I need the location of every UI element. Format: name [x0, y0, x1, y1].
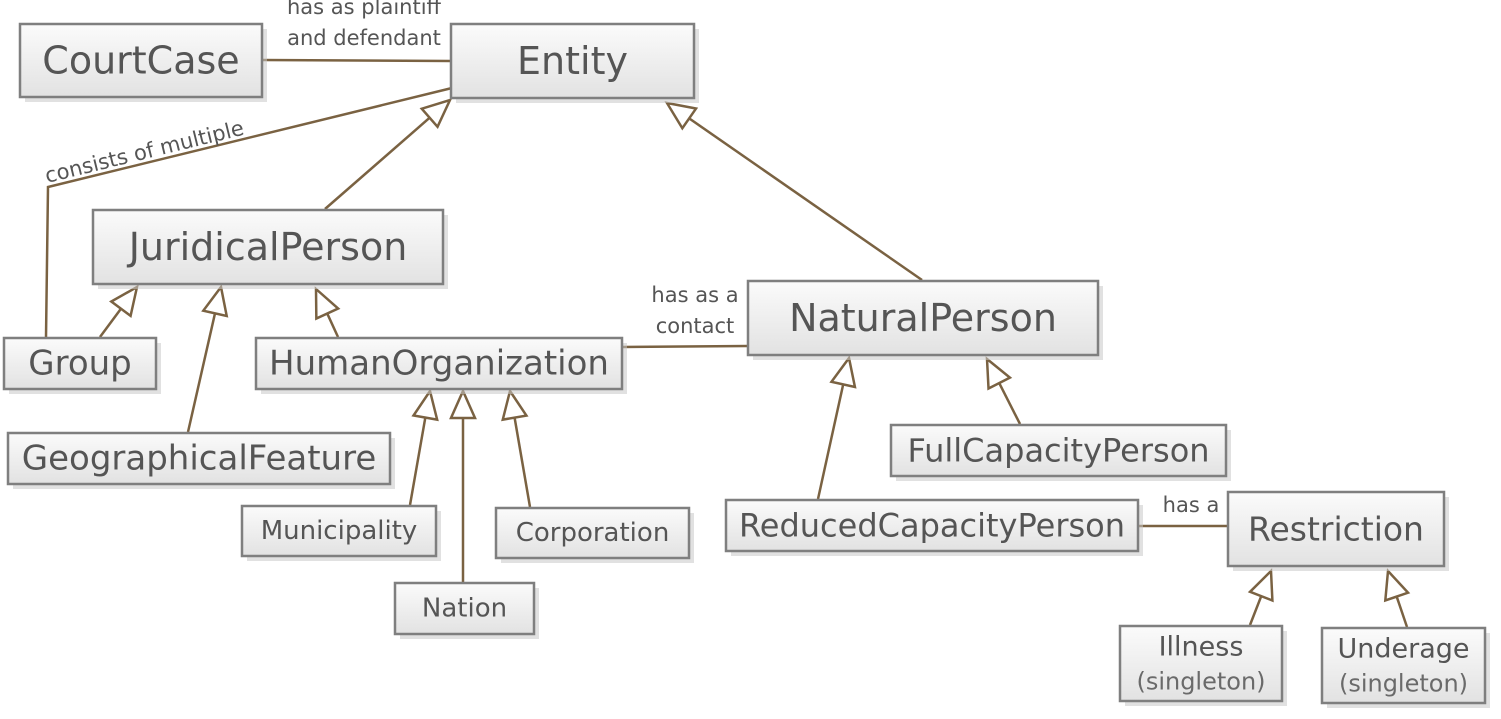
generalization-naturalperson-to-entity — [664, 101, 923, 282]
class-box-municipality: Municipality — [240, 504, 441, 561]
generalization-nation-to-humanorganization — [449, 387, 477, 582]
association-label: has as plaintiff — [287, 0, 442, 19]
class-name: CourtCase — [42, 39, 239, 83]
class-box-fullcapacityperson: FullCapacityPerson — [889, 423, 1231, 481]
association-label: has as a — [651, 283, 738, 307]
class-box-underage: Underage (singleton) — [1320, 626, 1490, 708]
class-box-courtcase: CourtCase — [18, 22, 267, 102]
generalization-group-to-juridicalperson — [98, 284, 139, 338]
class-name: NaturalPerson — [789, 296, 1057, 340]
generalization-geographicalfeature-to-juridicalperson — [186, 283, 229, 433]
association-label: and defendant — [287, 26, 441, 50]
association-line — [44, 86, 453, 338]
class-name: JuridicalPerson — [127, 225, 408, 269]
box-frame — [6, 431, 392, 486]
class-name: ReducedCapacityPerson — [739, 507, 1125, 545]
class-name: GeographicalFeature — [22, 439, 377, 479]
hollow-triangle-arrow-icon — [411, 387, 439, 422]
hollow-triangle-arrow-icon — [109, 284, 139, 318]
generalization-line — [98, 307, 122, 338]
association-humanorganization-to-naturalperson — [621, 344, 749, 349]
box-frame — [254, 336, 624, 391]
generalization-corporation-to-humanorganization — [501, 387, 532, 508]
generalization-line — [816, 384, 845, 500]
generalization-juridicalperson-to-entity — [324, 97, 453, 210]
class-name: Corporation — [516, 518, 670, 548]
hollow-triangle-arrow-icon — [314, 286, 341, 321]
class-box-entity: Entity — [449, 22, 699, 103]
box-frame — [393, 581, 536, 636]
generalization-reducedcapacityperson-to-naturalperson — [816, 354, 857, 500]
class-box-geographicalfeature: GeographicalFeature — [6, 431, 395, 489]
association-courtcase-to-entity — [261, 58, 452, 63]
generalization-line — [408, 417, 427, 506]
generalization-underage-to-restriction — [1383, 568, 1411, 628]
box-frame — [494, 506, 691, 560]
hollow-triangle-arrow-icon — [449, 387, 477, 420]
class-box-illness: Illness (singleton) — [1118, 624, 1287, 706]
class-box-juridicalperson: JuridicalPerson — [91, 208, 448, 289]
box-frame — [724, 498, 1140, 553]
box-frame — [240, 504, 438, 558]
hollow-triangle-arrow-icon — [201, 283, 229, 318]
class-box-corporation: Corporation — [494, 506, 694, 563]
box-frame — [1226, 490, 1446, 568]
generalization-line — [186, 313, 217, 433]
association-label: contact — [656, 314, 735, 338]
association-line — [261, 58, 452, 63]
class-name: Underage — [1337, 634, 1469, 665]
class-box-reducedcapacityperson: ReducedCapacityPerson — [724, 498, 1143, 556]
hollow-triangle-arrow-icon — [664, 101, 699, 131]
generalization-municipality-to-humanorganization — [408, 387, 439, 506]
box-frame — [91, 208, 445, 286]
class-name: FullCapacityPerson — [907, 432, 1209, 470]
class-name: HumanOrganization — [269, 344, 609, 384]
box-frame — [449, 22, 696, 100]
class-stereotype: (singleton) — [1339, 670, 1468, 698]
generalization-illness-to-restriction — [1247, 568, 1274, 626]
generalization-line — [326, 313, 340, 338]
box-frame — [1320, 626, 1487, 705]
class-box-restriction: Restriction — [1226, 490, 1449, 571]
generalization-line — [998, 382, 1022, 425]
generalization-fullcapacityperson-to-naturalperson — [985, 356, 1022, 425]
class-stereotype: (singleton) — [1136, 668, 1265, 696]
association-group-to-entity — [44, 86, 453, 338]
class-name: Nation — [422, 594, 507, 624]
association-label: consists of multiple — [42, 116, 246, 188]
class-box-naturalperson: NaturalPerson — [746, 279, 1103, 360]
class-box-humanorganization: HumanOrganization — [254, 336, 627, 394]
hollow-triangle-arrow-icon — [1383, 568, 1411, 603]
class-name: Restriction — [1248, 510, 1424, 549]
hollow-triangle-arrow-icon — [501, 387, 529, 422]
hollow-triangle-arrow-icon — [419, 97, 453, 130]
generalization-line — [1395, 596, 1409, 628]
association-line — [621, 344, 749, 349]
hollow-triangle-arrow-icon — [985, 356, 1013, 391]
box-frame — [746, 279, 1100, 357]
box-frame — [18, 22, 264, 99]
class-name: Illness — [1159, 632, 1244, 663]
class-box-nation: Nation — [393, 581, 539, 639]
class-box-group: Group — [2, 336, 161, 394]
class-name: Municipality — [261, 516, 418, 546]
hollow-triangle-arrow-icon — [829, 354, 857, 389]
box-frame — [2, 336, 158, 391]
class-name: Group — [28, 344, 132, 384]
generalization-line — [324, 116, 431, 210]
generalization-humanorganization-to-juridicalperson — [314, 286, 341, 338]
box-frame — [1118, 624, 1284, 703]
generalization-line — [688, 117, 923, 282]
box-frame — [889, 423, 1228, 478]
generalization-line — [1248, 595, 1263, 626]
class-name: Entity — [517, 39, 628, 83]
association-label: has a — [1163, 493, 1220, 517]
hollow-triangle-arrow-icon — [1247, 568, 1274, 603]
generalization-line — [513, 417, 532, 508]
